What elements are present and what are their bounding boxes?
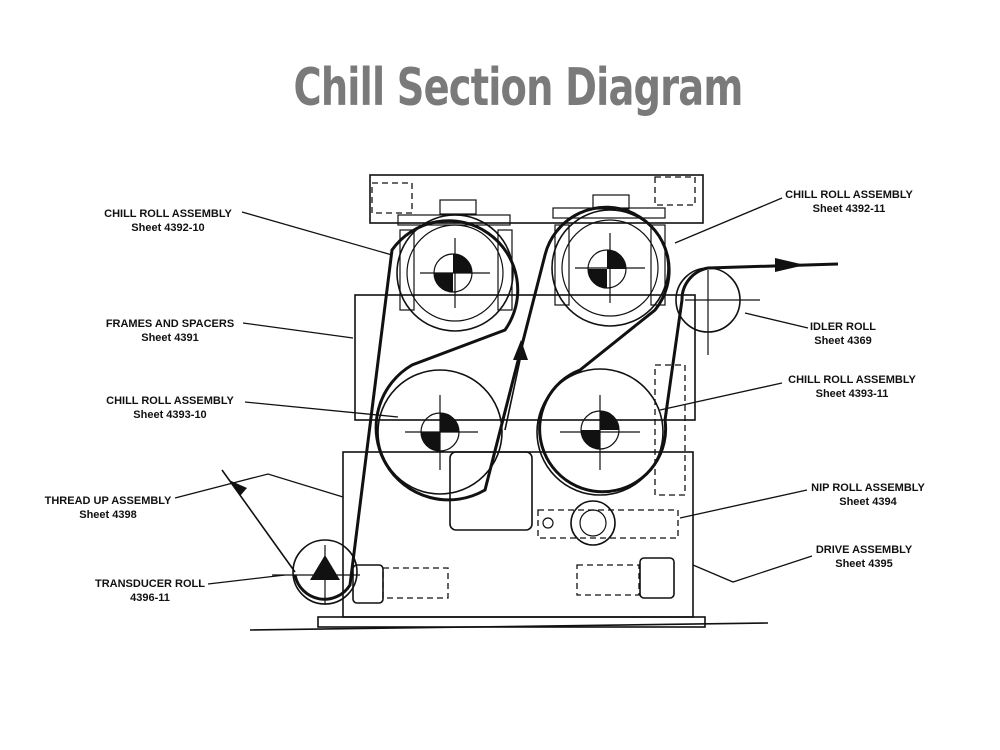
label-thread-up-assembly: THREAD UP ASSEMBLY Sheet 4398 bbox=[45, 495, 172, 521]
svg-text:Sheet 4394: Sheet 4394 bbox=[839, 496, 897, 508]
svg-text:NIP ROLL ASSEMBLY: NIP ROLL ASSEMBLY bbox=[811, 482, 925, 494]
machine-frame bbox=[249, 174, 769, 631]
label-chill-roll-assembly-4392-10: CHILL ROLL ASSEMBLY Sheet 4392-10 bbox=[104, 208, 232, 234]
leader-lines bbox=[174, 197, 813, 585]
web-path bbox=[221, 205, 839, 601]
nip-roll bbox=[449, 451, 679, 546]
svg-text:Sheet 4392-11: Sheet 4392-11 bbox=[813, 203, 886, 215]
svg-text:Sheet 4395: Sheet 4395 bbox=[835, 558, 892, 570]
svg-text:CHILL ROLL ASSEMBLY: CHILL ROLL ASSEMBLY bbox=[106, 395, 234, 407]
label-transducer-roll: TRANSDUCER ROLL 4396-11 bbox=[95, 578, 205, 604]
svg-text:CHILL ROLL ASSEMBLY: CHILL ROLL ASSEMBLY bbox=[788, 374, 916, 386]
svg-text:Sheet 4398: Sheet 4398 bbox=[79, 509, 136, 521]
label-idler-roll: IDLER ROLL Sheet 4369 bbox=[810, 321, 876, 347]
transducer-roll bbox=[272, 539, 449, 605]
label-frames-and-spacers: FRAMES AND SPACERS Sheet 4391 bbox=[106, 318, 234, 344]
diagram-title: Chill Section Diagram bbox=[293, 58, 743, 118]
lower-right-chill-roll bbox=[536, 368, 664, 496]
svg-text:4396-11: 4396-11 bbox=[130, 592, 170, 604]
svg-text:Sheet 4393-10: Sheet 4393-10 bbox=[133, 409, 206, 421]
svg-text:IDLER ROLL: IDLER ROLL bbox=[810, 321, 876, 333]
upper-left-chill-roll bbox=[396, 214, 514, 332]
svg-text:Sheet 4391: Sheet 4391 bbox=[141, 332, 198, 344]
svg-text:TRANSDUCER ROLL: TRANSDUCER ROLL bbox=[95, 578, 205, 590]
label-chill-roll-assembly-4392-11: CHILL ROLL ASSEMBLY Sheet 4392-11 bbox=[785, 189, 913, 215]
svg-text:THREAD UP ASSEMBLY: THREAD UP ASSEMBLY bbox=[45, 495, 172, 507]
svg-text:FRAMES AND SPACERS: FRAMES AND SPACERS bbox=[106, 318, 234, 330]
svg-text:DRIVE ASSEMBLY: DRIVE ASSEMBLY bbox=[816, 544, 913, 556]
label-chill-roll-assembly-4393-10: CHILL ROLL ASSEMBLY Sheet 4393-10 bbox=[106, 395, 234, 421]
lower-left-chill-roll bbox=[377, 369, 503, 495]
label-drive-assembly: DRIVE ASSEMBLY Sheet 4395 bbox=[816, 544, 913, 570]
drive-assembly-shape bbox=[576, 364, 686, 599]
svg-text:CHILL ROLL ASSEMBLY: CHILL ROLL ASSEMBLY bbox=[785, 189, 913, 201]
svg-text:CHILL ROLL ASSEMBLY: CHILL ROLL ASSEMBLY bbox=[104, 208, 232, 220]
label-nip-roll-assembly: NIP ROLL ASSEMBLY Sheet 4394 bbox=[811, 482, 925, 508]
svg-text:Sheet 4393-11: Sheet 4393-11 bbox=[816, 388, 889, 400]
label-chill-roll-assembly-4393-11: CHILL ROLL ASSEMBLY Sheet 4393-11 bbox=[788, 374, 916, 400]
svg-text:Sheet 4392-10: Sheet 4392-10 bbox=[131, 222, 204, 234]
svg-text:Sheet 4369: Sheet 4369 bbox=[814, 335, 871, 347]
